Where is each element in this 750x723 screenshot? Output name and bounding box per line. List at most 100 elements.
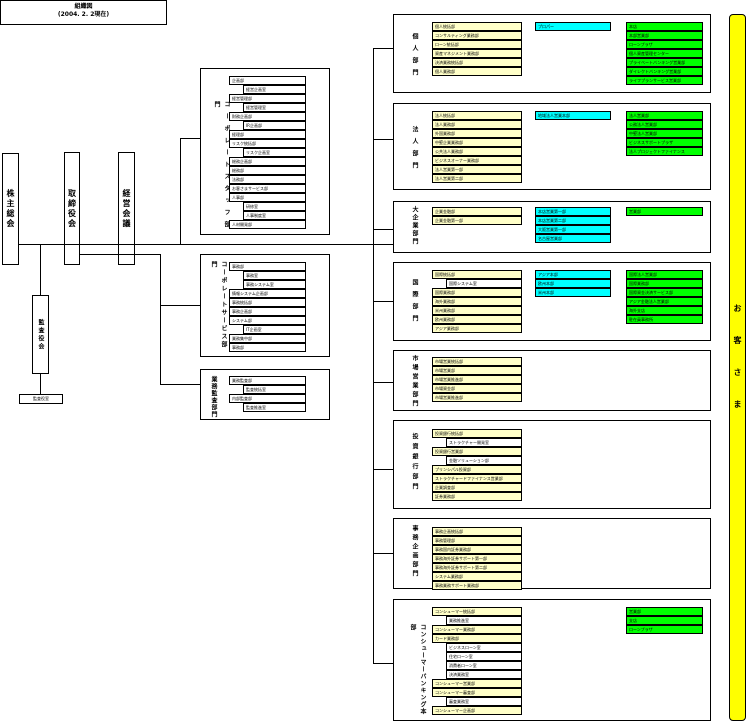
org-unit-cell: アジア業務部 (432, 324, 522, 333)
org-unit-cell: 国際法人営業部 (626, 270, 703, 279)
org-unit-cell: プロパー (535, 22, 611, 31)
org-unit-cell: 国際業務部 (626, 279, 703, 288)
audit-office-box: 監査役室 (19, 394, 63, 404)
org-unit-cell: 法人営業部 (626, 111, 703, 120)
org-unit-cell: お客さまサービス部 (229, 184, 306, 193)
org-unit-cell: 支店 (626, 616, 703, 625)
org-unit-cell: 企業金融第一部 (432, 216, 522, 225)
org-unit-cell: 事務部 (229, 262, 306, 271)
org-unit-cell: ビジネスサポートプラザ (626, 138, 703, 147)
group-label: 国際部門 (411, 279, 418, 327)
org-unit-cell: IR企画部 (243, 121, 306, 130)
org-unit-cell: 法務部 (229, 175, 306, 184)
org-unit-cell: 事務企画部 (229, 307, 306, 316)
chart-date: (2004. 2. 2現在) (57, 11, 110, 18)
org-unit-cell: IT企画室 (243, 325, 306, 334)
org-unit-cell: 総務部 (229, 166, 306, 175)
group-label: 市場営業部門 (411, 355, 418, 409)
right-stub (373, 663, 393, 664)
org-unit-cell: 業務推進室 (446, 616, 522, 625)
org-unit-cell: 営業部 (626, 607, 703, 616)
right-stub (373, 382, 393, 383)
org-unit-cell: 米州本部 (535, 288, 611, 297)
group-label: 業務監査部門 (210, 376, 217, 418)
board-to-left-line (80, 254, 160, 255)
org-unit-cell: 企業調査部 (432, 483, 522, 492)
org-unit-cell: コンサルティング業務部 (432, 31, 522, 40)
org-unit-cell: 住宅ローン室 (446, 652, 522, 661)
group-label: 事務企画部門 (411, 525, 418, 579)
org-unit-cell: ストラクチャードファイナンス営業部 (432, 474, 522, 483)
org-unit-cell: ビジネスローン室 (446, 643, 522, 652)
org-unit-cell: ローンプラザ (626, 625, 703, 634)
org-unit-cell: 監査推進室 (243, 403, 306, 412)
org-unit-cell: 監査統括室 (243, 385, 306, 394)
org-unit-cell: コンシューマー営業部 (432, 679, 522, 688)
link-staff-vertical (180, 138, 181, 244)
org-unit-cell: 本部営業部 (626, 31, 703, 40)
org-unit-cell: プライベートバンキング営業部 (626, 58, 703, 67)
org-unit-cell: 市場営業推進部 (432, 375, 522, 384)
org-unit-cell: 経理部 (229, 130, 306, 139)
org-unit-cell: 中堅法人営業部 (626, 129, 703, 138)
org-unit-cell: 法人統括部 (432, 111, 522, 120)
org-unit-cell: 事務部 (229, 343, 306, 352)
chart-title-box: 組織図 (2004. 2. 2現在) (0, 0, 167, 25)
org-unit-cell: 総務企画部 (229, 157, 306, 166)
org-unit-cell: システム部 (229, 316, 306, 325)
org-unit-cell: 法人営業第二部 (432, 174, 522, 183)
org-unit-cell: 人材開発部 (229, 220, 306, 229)
org-unit-cell: 市場営業統括部 (432, 357, 522, 366)
main-line (19, 244, 393, 245)
customer-bar: お客さま (729, 14, 746, 721)
group-label: 投資銀行部門 (411, 433, 418, 493)
org-unit-cell: 本店営業第二部 (535, 216, 611, 225)
org-unit-cell: 情報システム企画部 (229, 289, 306, 298)
org-unit-cell: システム業務部 (432, 572, 522, 581)
org-unit-cell: 経営管理部 (229, 94, 306, 103)
org-unit-cell: 経営管理室 (243, 103, 306, 112)
chart-title: 組織図 (74, 3, 93, 10)
org-unit-cell: 本店 (626, 22, 703, 31)
org-unit-cell: 大阪営業第一部 (535, 225, 611, 234)
org-unit-cell: アジア本部 (535, 270, 611, 279)
org-unit-cell: 法人業務部 (432, 120, 522, 129)
group-label: 法人部門 (411, 126, 418, 174)
org-unit-cell: 海外支店 (626, 306, 703, 315)
right-stub (373, 229, 393, 230)
right-stub (373, 301, 393, 302)
org-unit-cell: 外国業務部 (432, 129, 522, 138)
shareholders-box: 株主総会 (2, 153, 19, 265)
org-unit-cell: 国際業務部 (432, 288, 522, 297)
org-unit-cell: 駐在員事務所 (626, 315, 703, 324)
org-unit-cell: ダイレクトバンキング営業部 (626, 67, 703, 76)
org-unit-cell: アジア金融法人営業部 (626, 297, 703, 306)
org-unit-cell: 事務統括部 (229, 298, 306, 307)
right-vertical-line (373, 48, 374, 663)
org-unit-cell: 国際システム室 (446, 279, 522, 288)
org-unit-cell: 決済業務室 (446, 670, 522, 679)
org-unit-cell: 業務集中部 (229, 334, 306, 343)
right-stub (373, 139, 393, 140)
org-unit-cell: 消費者ローン室 (446, 661, 522, 670)
org-unit-cell: カード業務部 (432, 634, 522, 643)
group-label: コンシューマーバンキング本部 (409, 624, 426, 715)
org-unit-cell: 業務監査部 (229, 376, 306, 385)
org-unit-cell: 公務法人営業部 (626, 120, 703, 129)
org-unit-cell: 事務管理部 (432, 536, 522, 545)
group-label: コーポレートスタッフ部門 (213, 101, 230, 233)
org-unit-cell: 営業部 (626, 207, 703, 216)
org-unit-cell: 名古屋営業部 (535, 234, 611, 243)
right-stub (373, 469, 393, 470)
right-stub (373, 553, 393, 554)
group-label: 大企業部門 (411, 206, 418, 246)
org-unit-cell: 財務企画部 (229, 112, 306, 121)
org-unit-cell: 証券業務部 (432, 492, 522, 501)
audit-office-link (40, 374, 41, 394)
org-unit-cell: 金融ソリューション部 (446, 456, 522, 465)
org-unit-cell: 決済業務統括部 (432, 58, 522, 67)
org-unit-cell: 人事制度室 (243, 211, 306, 220)
org-unit-cell: コンシューマー統括部 (432, 607, 522, 616)
org-unit-cell: コンシューマー審査部 (432, 688, 522, 697)
org-unit-cell: 企業金融部 (432, 207, 522, 216)
